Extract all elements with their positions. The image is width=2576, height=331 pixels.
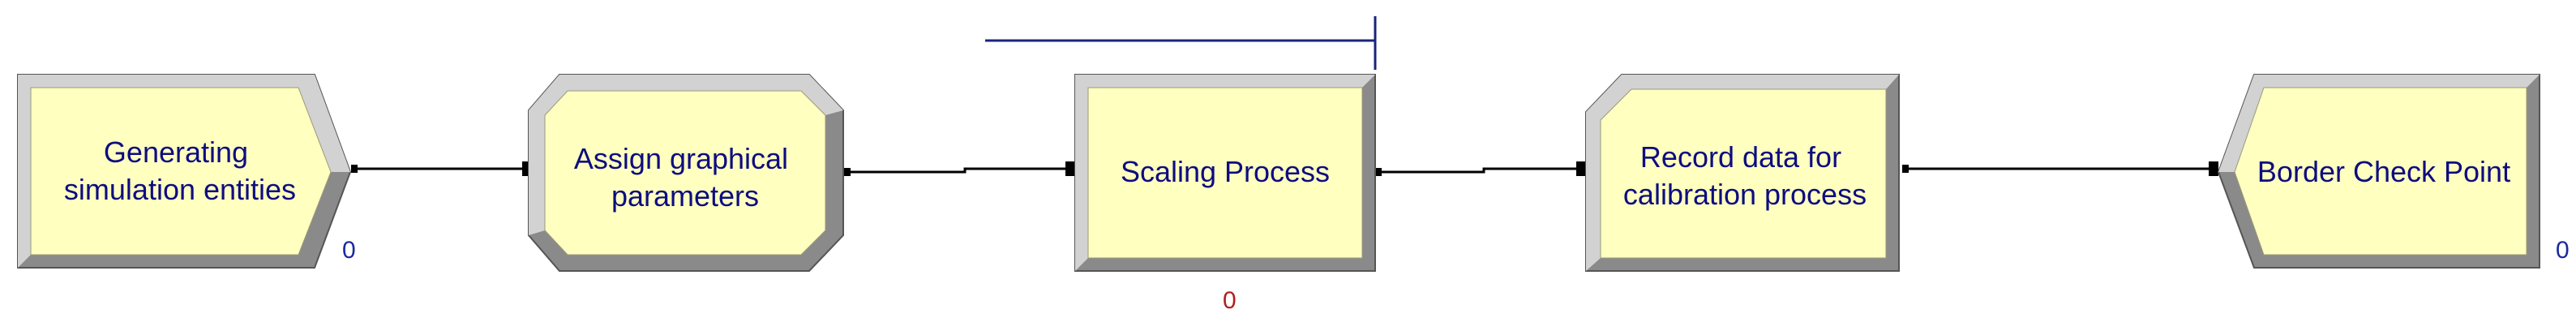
- entry-point[interactable]: [1576, 161, 1586, 176]
- entity-counter: 0: [1223, 287, 1237, 314]
- connector-assign-process[interactable]: [847, 167, 1070, 174]
- entry-point[interactable]: [1065, 161, 1075, 176]
- create-module-face: [30, 87, 332, 256]
- create-module[interactable]: Generating simulation entities 0: [17, 74, 356, 269]
- module-label: Record data for calibration process: [1623, 140, 1867, 211]
- create-module-bevel: [18, 75, 350, 268]
- process-module[interactable]: Scaling Process 0: [1074, 74, 1376, 314]
- entry-point[interactable]: [2209, 161, 2218, 176]
- entity-counter: 0: [2556, 237, 2570, 264]
- module-label: Border Check Point: [2257, 155, 2510, 188]
- exit-point[interactable]: [844, 168, 851, 176]
- module-label: Scaling Process: [1121, 155, 1330, 188]
- exit-point[interactable]: [1902, 165, 1909, 173]
- exit-point[interactable]: [1375, 168, 1382, 176]
- module-label: Generating simulation entities: [64, 135, 296, 206]
- connectors: [354, 167, 2214, 174]
- process-module-face: [1087, 87, 1363, 259]
- dispose-module-face: [2234, 87, 2527, 256]
- module-label: Assign graphical parameters: [574, 142, 796, 213]
- connector-process-record[interactable]: [1378, 167, 1581, 174]
- assign-module[interactable]: Assign graphical parameters: [528, 74, 844, 272]
- resource-queue-line: [985, 16, 1377, 70]
- record-module[interactable]: Record data for calibration process: [1585, 74, 1900, 272]
- connector-ports: [351, 161, 2218, 176]
- record-module-bevel: [1586, 75, 1899, 271]
- assign-module-bevel: [529, 75, 843, 235]
- exit-point[interactable]: [351, 165, 358, 173]
- entity-counter: 0: [342, 237, 356, 264]
- assign-module-face: [544, 90, 826, 256]
- dispose-module[interactable]: Border Check Point 0: [2217, 74, 2570, 269]
- record-module-face: [1600, 88, 1887, 259]
- dispose-module-bevel: [2218, 75, 2540, 172]
